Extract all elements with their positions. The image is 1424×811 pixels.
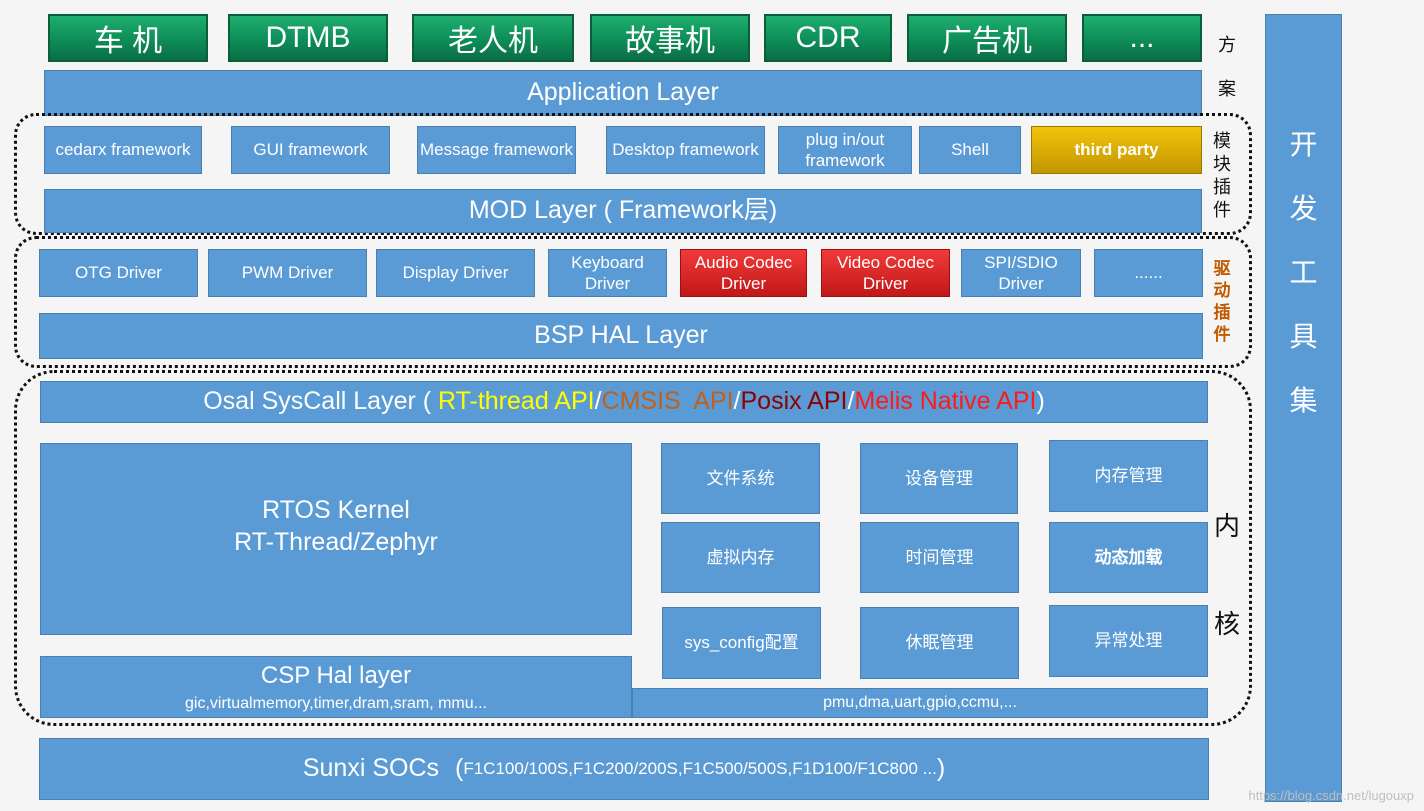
rtos-kernel: RTOS Kernel RT-Thread/Zephyr (40, 443, 632, 635)
mod-item-plugin: plug in/out framework (778, 126, 912, 174)
csp-hal-components: gic,virtualmemory,timer,dram,sram, mmu..… (185, 694, 487, 712)
csp-hal-layer: CSP Hal layer gic,virtualmemory,timer,dr… (40, 656, 632, 718)
driver-plugin-region (14, 236, 1252, 368)
osal-syscall-layer: Osal SysCall Layer ( RT-thread API/CMSIS… (40, 381, 1208, 423)
kernel-region (14, 370, 1252, 726)
sunxi-socs: Sunxi SOCs (F1C100/100S,F1C200/200S,F1C50… (39, 738, 1209, 800)
api-cmsis: CMSIS API (601, 387, 734, 416)
mod-item-message: Message framework (417, 126, 576, 174)
rtos-kernel-title: RTOS Kernel (262, 495, 410, 524)
dev-tools-char-5: 集 (1289, 384, 1318, 417)
module-virtual-memory: 虚拟内存 (661, 522, 820, 593)
csp-hal-title: CSP Hal layer (260, 661, 412, 689)
kernel-label: 内 核 (1213, 512, 1240, 640)
soc-paren-close: ) (936, 754, 946, 783)
dev-tools-char-2: 发 (1289, 192, 1318, 225)
solutions-label: 方 案 (1218, 35, 1236, 100)
peripheral-hal: pmu,dma,uart,gpio,ccmu,... (632, 688, 1208, 718)
driver-more: ...... (1094, 249, 1203, 297)
driver-display: Display Driver (376, 249, 535, 297)
module-exception-handling: 异常处理 (1049, 605, 1208, 677)
driver-pwm: PWM Driver (208, 249, 367, 297)
mod-item-desktop: Desktop framework (606, 126, 765, 174)
api-posix: Posix API (740, 387, 848, 416)
driver-keyboard: Keyboard Driver (548, 249, 667, 297)
api-sep-1: / (594, 387, 602, 416)
mod-plugin-region (14, 113, 1252, 235)
osal-prefix: Osal SysCall Layer ( (203, 387, 439, 416)
module-device-management: 设备管理 (860, 443, 1018, 514)
soc-models: F1C100/100S,F1C200/200S,F1C500/500S,F1D1… (463, 759, 937, 779)
api-melis-native: Melis Native API (854, 387, 1037, 416)
bsp-hal-layer: BSP HAL Layer (39, 313, 1203, 359)
module-time-management: 时间管理 (860, 522, 1019, 593)
driver-plugin-label: 驱 动 插 件 (1213, 259, 1231, 345)
driver-otg: OTG Driver (39, 249, 198, 297)
mod-item-shell: Shell (919, 126, 1021, 174)
api-rt-thread: RT-thread API (438, 387, 595, 416)
solution-story-machine: 故事机 (590, 14, 750, 62)
api-sep-2: / (733, 387, 741, 416)
application-layer: Application Layer (44, 70, 1202, 116)
mod-layer: MOD Layer ( Framework层) (44, 189, 1202, 233)
solution-elder-phone: 老人机 (412, 14, 574, 62)
solution-cdr: CDR (764, 14, 892, 62)
rtos-kernel-subtitle: RT-Thread/Zephyr (234, 528, 438, 556)
solution-more: ... (1082, 14, 1202, 62)
mod-plugin-label: 模 块 插 件 (1213, 131, 1231, 221)
solution-ad-machine: 广告机 (907, 14, 1067, 62)
dev-tools-column: 开 发 工 具 集 (1265, 14, 1342, 802)
driver-spi-sdio: SPI/SDIO Driver (961, 249, 1081, 297)
module-memory-management: 内存管理 (1049, 440, 1208, 512)
driver-video-codec: Video Codec Driver (821, 249, 950, 297)
module-sleep-management: 休眠管理 (860, 607, 1019, 679)
mod-item-gui: GUI framework (231, 126, 390, 174)
mod-item-third-party: third party (1031, 126, 1202, 174)
dev-tools-char-3: 工 (1289, 256, 1318, 289)
api-sep-3: / (847, 387, 855, 416)
dev-tools-char-1: 开 (1289, 128, 1318, 161)
soc-title: Sunxi SOCs (302, 754, 440, 783)
module-file-system: 文件系统 (661, 443, 820, 514)
watermark: https://blog.csdn.net/lugouxp (1248, 788, 1414, 803)
driver-audio-codec: Audio Codec Driver (680, 249, 807, 297)
solution-dtmb: DTMB (228, 14, 388, 62)
dev-tools-char-4: 具 (1289, 320, 1318, 353)
solution-car: 车 机 (48, 14, 208, 62)
module-dynamic-loading: 动态加载 (1049, 522, 1208, 593)
soc-paren-open: ( (455, 754, 464, 783)
osal-suffix: ) (1036, 387, 1045, 416)
module-sys-config: sys_config配置 (662, 607, 821, 679)
mod-item-cedarx: cedarx framework (44, 126, 202, 174)
